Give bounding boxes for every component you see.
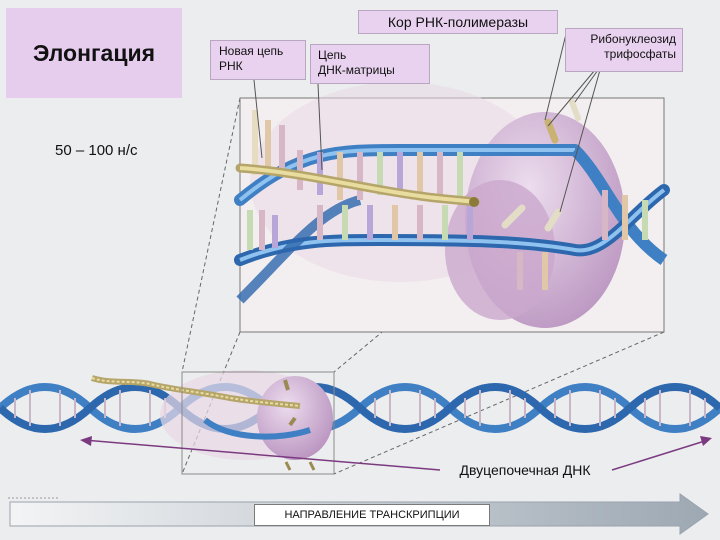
new-rna-label: Новая цепь РНК (210, 40, 306, 80)
template-dna-label-line2: ДНК-матрицы (318, 63, 395, 77)
ntp-label-line1: Рибонуклеозид (590, 32, 676, 46)
template-dna-strand (234, 143, 670, 304)
new-rna-strand (235, 163, 480, 207)
template-dna-label: Цепь ДНК-матрицы (310, 44, 430, 84)
overview-transcription-bubble (91, 370, 333, 471)
overview-zoom-box (181, 371, 335, 475)
new-rna-label-line2: РНК (219, 59, 243, 73)
elongation-rate: 50 – 100 н/с (55, 142, 138, 159)
polymerase-core-label-text: Кор РНК-полимеразы (387, 14, 529, 30)
dna-span-arrow (80, 436, 712, 471)
base-pairs (247, 110, 648, 290)
label-pointers (253, 33, 601, 213)
transcription-direction-label: НАПРАВЛЕНИЕ ТРАНСКРИПЦИИ (254, 504, 490, 526)
stage-title-text: Элонгация (32, 39, 156, 66)
polymerase-core-label: Кор РНК-полимеразы (358, 10, 558, 34)
ntp-label: Рибонуклеозид трифосфаты (565, 28, 683, 72)
new-rna-label-line1: Новая цепь (219, 44, 284, 58)
enlarged-panel (234, 82, 670, 333)
stage-title: Элонгация (6, 8, 182, 98)
ntp-label-line2: трифосфаты (604, 47, 676, 61)
template-dna-label-line1: Цепь (318, 48, 347, 62)
double-stranded-dna (0, 383, 720, 433)
double-stranded-dna-label: Двуцепочечная ДНК (440, 458, 610, 482)
